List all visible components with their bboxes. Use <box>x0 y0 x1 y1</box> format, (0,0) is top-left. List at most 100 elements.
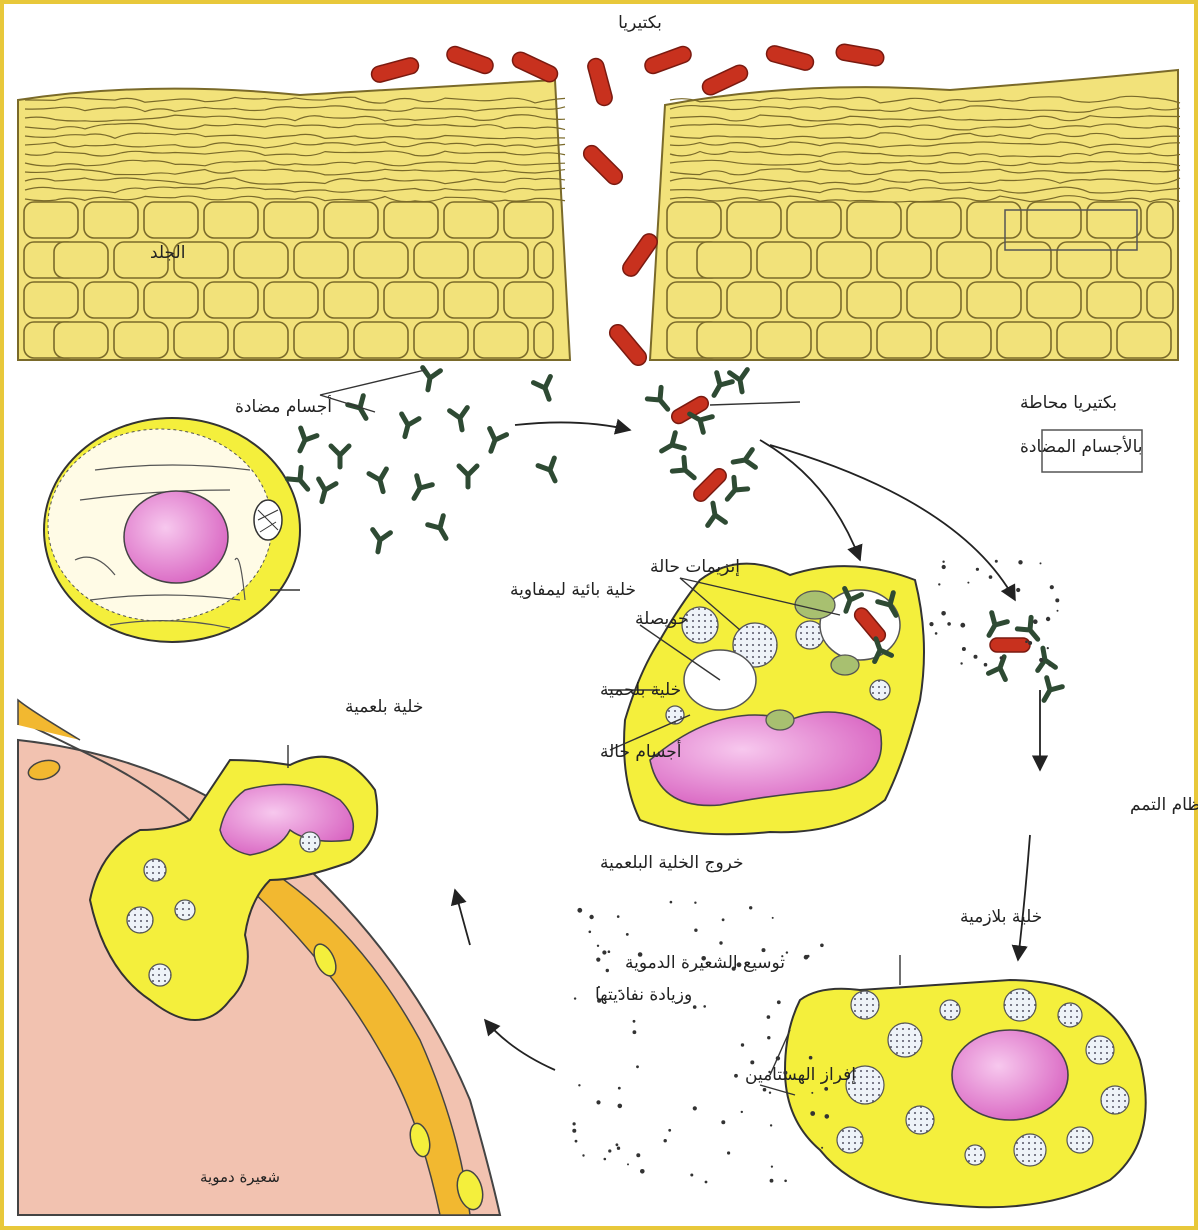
granule <box>965 1145 985 1165</box>
granule <box>837 1127 863 1153</box>
label-bacteria: بكتيريا <box>618 13 662 33</box>
histamine-dot <box>770 1124 772 1126</box>
histamine-dot <box>767 1015 771 1019</box>
skin-cell <box>967 202 1021 238</box>
skin-cell <box>144 202 198 238</box>
histamine-dot <box>636 1153 640 1157</box>
histamine-dot <box>596 958 600 962</box>
histamine-dot <box>608 1149 611 1152</box>
histamine-dot <box>606 969 609 972</box>
histamine-dot <box>703 1005 706 1008</box>
histamine-dot <box>741 1111 743 1113</box>
skin-cell <box>1147 282 1173 318</box>
histamine-dot <box>1057 610 1059 612</box>
histamine-dot <box>807 955 810 958</box>
skin-cell <box>697 242 751 278</box>
skin-cell <box>324 202 378 238</box>
bacterium <box>765 44 816 72</box>
histamine-dot <box>1039 658 1043 662</box>
antibody <box>482 428 506 454</box>
histamine-dot <box>942 565 946 569</box>
histamine-dot <box>616 1143 619 1146</box>
histamine-dot <box>734 1074 738 1078</box>
label-coated-bacteria-1: بكتيريا محاطة <box>1020 393 1117 413</box>
skin-cell <box>474 322 528 358</box>
skin-cell <box>534 242 553 278</box>
histamine-dot <box>668 1129 671 1132</box>
histamine-dot <box>573 1122 576 1125</box>
granule <box>1067 1127 1093 1153</box>
label-dilate-1: توسيع الشعيرة الدموية <box>625 953 785 973</box>
histamine-dot <box>809 1056 813 1060</box>
histamine-dot <box>772 917 774 919</box>
antibody <box>396 414 419 439</box>
antibody <box>657 433 684 459</box>
skin-cell <box>1057 322 1111 358</box>
histamine-dot <box>1025 640 1028 643</box>
label-coated-bacteria-2: بالأجسام المضادة <box>1020 436 1143 457</box>
antibody <box>428 516 454 543</box>
plasma-cell <box>785 980 1146 1207</box>
antibody <box>647 387 674 415</box>
skin-cell <box>144 282 198 318</box>
bacterium <box>643 44 694 75</box>
skin-cell <box>787 202 841 238</box>
histamine-dot <box>604 1158 607 1161</box>
histamine-dot <box>627 1163 629 1165</box>
coated-bacterium <box>691 466 729 504</box>
histamine-dot <box>1040 562 1042 564</box>
histamine-dot <box>960 662 962 664</box>
skin-cell <box>84 282 138 318</box>
histamine-dot <box>1000 656 1003 659</box>
skin-cell <box>414 242 468 278</box>
label-lytic-bodies: أجسام حالة <box>600 740 682 762</box>
histamine-dot <box>824 1087 828 1091</box>
bacterium <box>510 50 560 85</box>
bacterium <box>580 142 625 187</box>
histamine-dot <box>722 918 725 921</box>
bacterium <box>445 44 496 75</box>
histamine-dot <box>636 1065 639 1068</box>
label-plasma-cell: خلية بلازمية <box>960 907 1042 927</box>
histamine-dot <box>810 1111 815 1116</box>
histamine-dot <box>989 575 993 579</box>
skin-cell <box>354 322 408 358</box>
label-dilate-2: وزيادة نفاذيتها <box>595 985 692 1005</box>
label-lymph-cell: خلية بائية ليمفاوية <box>510 580 636 600</box>
histamine-dot <box>962 647 966 651</box>
skin-cell <box>504 282 553 318</box>
skin-cell <box>474 242 528 278</box>
skin-cell <box>937 242 991 278</box>
antibody <box>331 446 349 467</box>
histamine-dot <box>578 1084 580 1086</box>
histamine-dot <box>967 582 969 584</box>
skin-cell <box>264 202 318 238</box>
skin-cell <box>727 202 781 238</box>
skin-cell <box>847 202 901 238</box>
skin-layer <box>18 70 1180 360</box>
histamine-dot <box>941 611 946 616</box>
histamine-dot <box>771 1166 773 1168</box>
histamine-dot <box>960 623 965 628</box>
histamine-dot <box>618 1087 621 1090</box>
skin-cell <box>1027 202 1081 238</box>
skin-cell <box>817 322 871 358</box>
granule <box>888 1023 922 1057</box>
histamine-dot <box>705 1181 708 1184</box>
granule <box>1014 1134 1046 1166</box>
antibody <box>369 469 392 494</box>
histamine-dot <box>608 950 611 953</box>
skin-cell <box>1117 322 1171 358</box>
histamine-dot <box>741 1043 744 1046</box>
skin-cell <box>504 202 553 238</box>
antibody <box>1034 647 1055 671</box>
coated-bacterium <box>990 638 1030 652</box>
label-antibodies: أجسام مضادة <box>235 395 332 417</box>
histamine-dot <box>617 1147 620 1150</box>
histamine-dot <box>984 663 988 667</box>
histamine-dot <box>938 583 940 585</box>
skin-cell <box>414 322 468 358</box>
histamine-dot <box>577 908 582 913</box>
antibody <box>450 408 471 432</box>
